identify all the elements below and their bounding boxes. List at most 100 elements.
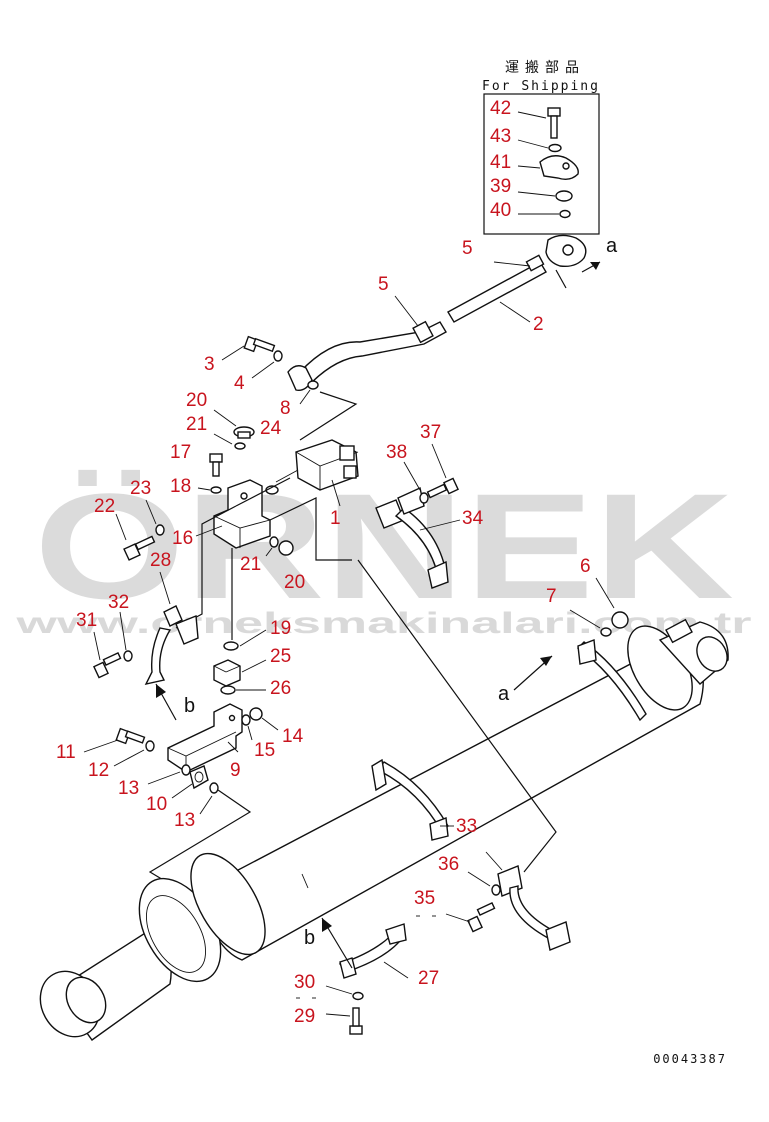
shipping-title-jp: 運搬部品 bbox=[505, 60, 585, 76]
o-ring-40-icon bbox=[559, 209, 571, 219]
tube-assembly bbox=[287, 234, 587, 391]
callout-29: 29 bbox=[294, 1006, 315, 1027]
callout-21-lower: 21 bbox=[240, 554, 261, 575]
callout-22: 22 bbox=[94, 496, 115, 517]
callout-2: 2 bbox=[533, 314, 544, 335]
shipping-parts-box: 運搬部品 For Shipping bbox=[482, 60, 600, 235]
view-letter-b-left: b bbox=[184, 695, 195, 717]
callout-19: 19 bbox=[270, 618, 291, 639]
callout-35: 35 bbox=[414, 888, 435, 909]
bolt-35-icon bbox=[467, 901, 496, 933]
watermark: ÖRNEK www.orneksmakinalari.com.tr bbox=[15, 462, 752, 640]
o-ring-19-icon bbox=[223, 641, 239, 651]
view-letter-b-bottom: b bbox=[304, 927, 315, 949]
callout-34: 34 bbox=[462, 508, 484, 529]
callout-17: 17 bbox=[170, 442, 191, 463]
view-letter-a-middle: a bbox=[498, 683, 510, 705]
o-ring-13-lower-icon bbox=[209, 782, 219, 794]
washer-38-icon bbox=[419, 492, 429, 504]
washer-23-icon bbox=[155, 524, 165, 536]
callout-23: 23 bbox=[130, 478, 151, 499]
callout-39: 39 bbox=[490, 176, 511, 197]
shipping-title-en: For Shipping bbox=[482, 79, 600, 94]
clamp-34-icon bbox=[375, 487, 449, 589]
nut-6-icon bbox=[611, 611, 629, 629]
watermark-brand: ÖRNEK bbox=[34, 462, 734, 630]
callout-31: 31 bbox=[76, 610, 97, 631]
washer-36-icon bbox=[491, 884, 501, 896]
o-ring-8-icon bbox=[307, 380, 319, 390]
callout-43: 43 bbox=[490, 126, 511, 147]
hydraulic-cylinder-icon bbox=[39, 618, 729, 1041]
callout-25: 25 bbox=[270, 646, 291, 667]
callout-28: 28 bbox=[150, 550, 171, 571]
washer-18-icon bbox=[210, 486, 222, 494]
callout-20-lower: 20 bbox=[284, 572, 305, 593]
callout-8: 8 bbox=[280, 398, 291, 419]
clamp-28-icon bbox=[144, 605, 199, 686]
callout-42: 42 bbox=[490, 98, 511, 119]
callout-41: 41 bbox=[490, 152, 511, 173]
callout-1: 1 bbox=[330, 508, 341, 529]
callout-38: 38 bbox=[386, 442, 407, 463]
washer-12-icon bbox=[145, 740, 155, 752]
washer-7-icon bbox=[600, 627, 612, 637]
block-25-icon bbox=[213, 659, 241, 687]
callout-32: 32 bbox=[108, 592, 129, 613]
callout-26: 26 bbox=[270, 678, 291, 699]
callout-11: 11 bbox=[56, 742, 76, 763]
view-arrow-a-top: a bbox=[555, 235, 618, 289]
callout-labels: 42 43 41 39 40 5 5 2 3 4 8 20 21 24 37 3… bbox=[56, 98, 591, 1027]
callout-27: 27 bbox=[418, 968, 439, 989]
callout-30: 30 bbox=[294, 972, 315, 993]
washer-32-icon bbox=[123, 650, 133, 662]
callout-13-upper: 13 bbox=[118, 778, 139, 799]
bolt-31-icon bbox=[93, 651, 122, 679]
block-16-icon bbox=[213, 479, 271, 549]
washer-43-icon bbox=[548, 143, 562, 153]
split-flange-41-icon bbox=[539, 155, 579, 181]
callout-7: 7 bbox=[546, 586, 557, 607]
callout-5-middle: 5 bbox=[378, 274, 389, 295]
callout-33: 33 bbox=[456, 816, 477, 837]
bolt-3-icon bbox=[243, 335, 276, 353]
o-ring-21-icon bbox=[234, 442, 246, 450]
view-arrow-b-bottom: b bbox=[304, 917, 353, 969]
callout-10: 10 bbox=[146, 794, 167, 815]
callout-5-top: 5 bbox=[462, 238, 473, 259]
callout-24: 24 bbox=[260, 418, 282, 439]
view-letter-a-top: a bbox=[606, 235, 618, 257]
callout-20-upper: 20 bbox=[186, 390, 207, 411]
callout-14: 14 bbox=[282, 726, 304, 747]
callout-36: 36 bbox=[438, 854, 459, 875]
clamp-33-icon bbox=[497, 865, 571, 951]
washer-4-icon bbox=[273, 350, 283, 362]
watermark-site: www.orneksmakinalari.com.tr bbox=[15, 607, 752, 640]
plug-20-lower-icon bbox=[278, 540, 294, 556]
callout-3: 3 bbox=[204, 354, 215, 375]
o-ring-21-lower-icon bbox=[269, 536, 279, 548]
callout-37: 37 bbox=[420, 422, 441, 443]
plug-20-icon bbox=[233, 426, 255, 439]
bolt-29-icon bbox=[349, 1007, 363, 1035]
plate-10-icon bbox=[189, 765, 209, 790]
callout-4: 4 bbox=[234, 373, 245, 394]
dash-marks bbox=[296, 915, 436, 999]
callout-12: 12 bbox=[88, 760, 109, 781]
bolt-11-icon bbox=[115, 727, 146, 745]
callout-40: 40 bbox=[490, 200, 511, 221]
o-ring-39-icon bbox=[555, 190, 573, 202]
callout-21-upper: 21 bbox=[186, 414, 207, 435]
view-arrow-b-left: b bbox=[155, 683, 195, 721]
bolt-17-icon bbox=[209, 453, 223, 477]
callout-13-lower: 13 bbox=[174, 810, 195, 831]
callout-18: 18 bbox=[170, 476, 191, 497]
callout-16: 16 bbox=[172, 528, 193, 549]
o-ring-15-icon bbox=[241, 714, 251, 726]
clamp-27-icon bbox=[338, 923, 407, 979]
callout-6: 6 bbox=[580, 556, 591, 577]
bolt-42-icon bbox=[547, 107, 561, 139]
callout-9: 9 bbox=[230, 760, 241, 781]
valve-1-icon bbox=[295, 439, 359, 491]
